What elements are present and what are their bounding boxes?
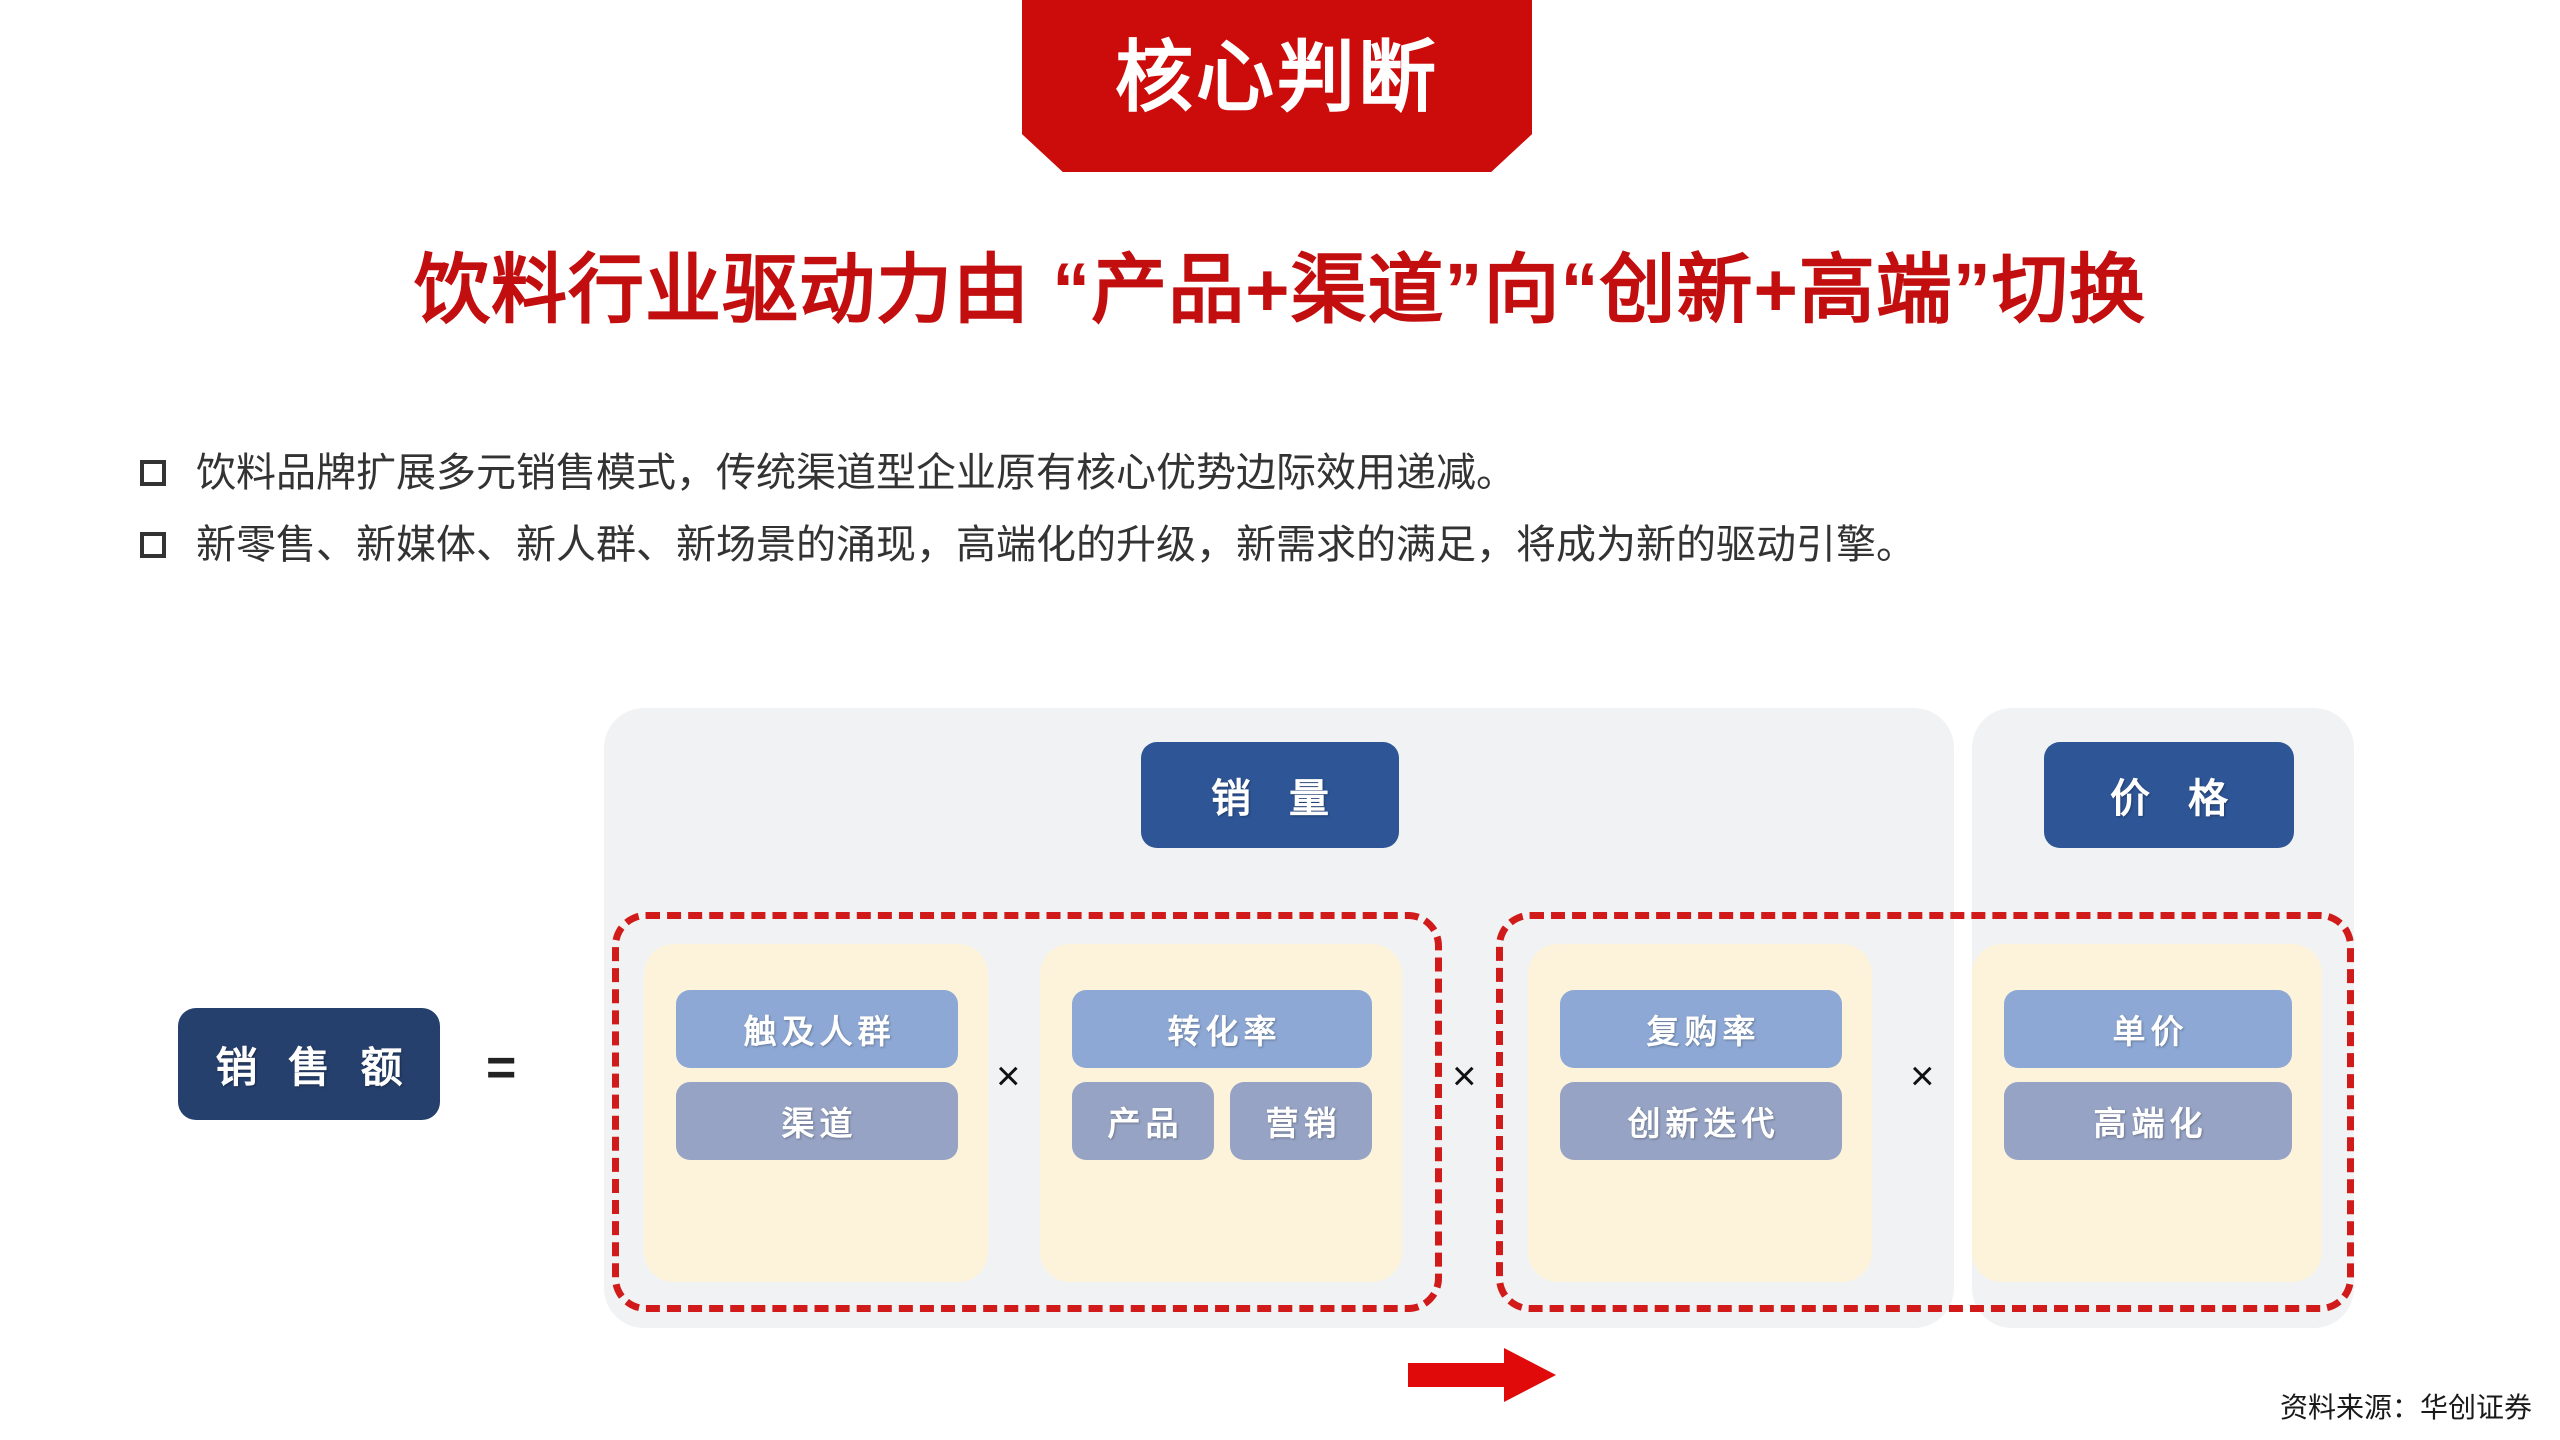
sales-amount-box: 销 售 额 [178,1008,440,1120]
reach-audience-label: 触及人群 [743,1015,896,1051]
dashed-group-left [612,912,1442,1312]
repurchase-rate-label: 复购率 [1646,1015,1761,1051]
marketing-box: 营销 [1230,1082,1372,1160]
equals-sign: = [486,1039,517,1097]
price-header-label: 价 格 [2110,776,2242,821]
list-item: 饮料品牌扩展多元销售模式，传统渠道型企业原有核心优势边际效用递减。 [140,448,2440,498]
square-outline-icon [140,532,166,558]
conversion-rate-label: 转化率 [1167,1015,1282,1051]
banner-label: 核心判断 [1114,33,1439,121]
channel-box: 渠道 [676,1082,958,1160]
multiply-sign-2: × [1452,1052,1477,1099]
product-box: 产品 [1072,1082,1214,1160]
bullet-list: 饮料品牌扩展多元销售模式，传统渠道型企业原有核心优势边际效用递减。 新零售、新媒… [140,448,2440,592]
core-judgement-banner: 核心判断 [1022,0,1532,172]
multiply-sign-1: × [996,1052,1021,1099]
conversion-rate-box: 转化率 [1072,990,1372,1068]
sales-amount-label: 销 售 额 [215,1045,413,1092]
sales-formula-diagram: 销 售 额 = 销 量 价 格 触及人群 渠道 转化率 产品 营销 复购率 创新… [0,690,2560,1330]
list-item: 新零售、新媒体、新人群、新场景的涌现，高端化的升级，新需求的满足，将成为新的驱动… [140,520,2440,570]
square-outline-icon [140,460,166,486]
repurchase-rate-box: 复购率 [1560,990,1842,1068]
premiumization-label: 高端化 [2093,1107,2208,1143]
page-title: 饮料行业驱动力由 “产品+渠道”向“创新+高端”切换 [414,248,2146,333]
right-arrow-icon [1408,1348,1556,1402]
dashed-group-right [1496,912,2354,1312]
product-label: 产品 [1107,1107,1184,1143]
bullet-text: 新零售、新媒体、新人群、新场景的涌现，高端化的升级，新需求的满足，将成为新的驱动… [196,523,1916,567]
volume-header-box: 销 量 [1141,742,1399,848]
marketing-label: 营销 [1265,1107,1342,1143]
bullet-text: 饮料品牌扩展多元销售模式，传统渠道型企业原有核心优势边际效用递减。 [196,451,1516,495]
innovation-iteration-box: 创新迭代 [1560,1082,1842,1160]
price-header-box: 价 格 [2044,742,2294,848]
premiumization-box: 高端化 [2004,1082,2292,1160]
channel-label: 渠道 [781,1107,858,1143]
multiply-sign-3: × [1910,1052,1935,1099]
volume-header-label: 销 量 [1211,776,1343,821]
reach-audience-box: 触及人群 [676,990,958,1068]
source-note: 资料来源：华创证券 [2279,1392,2532,1423]
unit-price-box: 单价 [2004,990,2292,1068]
innovation-iteration-label: 创新迭代 [1627,1107,1780,1143]
unit-price-label: 单价 [2112,1015,2189,1051]
